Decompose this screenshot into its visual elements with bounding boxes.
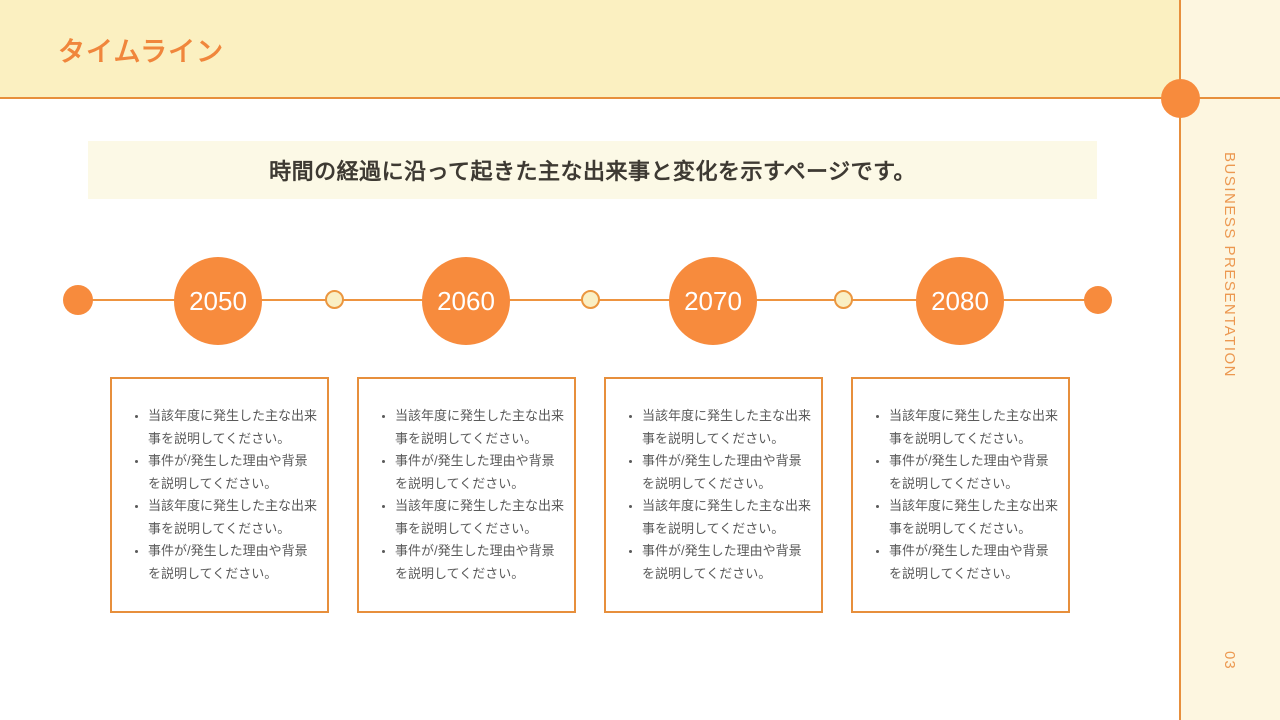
bullet-item: 事件が/発生した理由や背景を説明してください。: [395, 540, 564, 585]
detail-box-2060: 当該年度に発生した主な出来事を説明してください。 事件が/発生した理由や背景を説…: [357, 377, 576, 613]
header-band: [0, 0, 1179, 97]
milestone-circle-2070: 2070: [669, 257, 757, 345]
bullet-item: 事件が/発生した理由や背景を説明してください。: [642, 540, 811, 585]
sidebar-panel: [1181, 0, 1280, 720]
corner-accent-dot: [1161, 79, 1200, 118]
timeline-mid-dot: [325, 290, 344, 309]
bullet-item: 事件が/発生した理由や背景を説明してください。: [395, 450, 564, 495]
page-number: 03: [1221, 651, 1238, 670]
sidebar-brand-label: BUSINESS PRESENTATION: [1221, 152, 1238, 378]
milestone-year: 2060: [437, 285, 495, 316]
sidebar-divider-line: [1179, 0, 1181, 720]
detail-box-2070: 当該年度に発生した主な出来事を説明してください。 事件が/発生した理由や背景を説…: [604, 377, 823, 613]
bullet-item: 当該年度に発生した主な出来事を説明してください。: [642, 495, 811, 540]
timeline-mid-dot: [834, 290, 853, 309]
timeline-end-dot: [1084, 286, 1112, 314]
milestone-year: 2050: [189, 285, 247, 316]
page-title: タイムライン: [58, 37, 225, 67]
bullet-item: 事件が/発生した理由や背景を説明してください。: [148, 450, 317, 495]
bullet-item: 当該年度に発生した主な出来事を説明してください。: [148, 405, 317, 450]
header-divider-line: [0, 97, 1280, 99]
bullet-list: 当該年度に発生した主な出来事を説明してください。 事件が/発生した理由や背景を説…: [889, 405, 1058, 585]
timeline-start-dot: [63, 285, 93, 315]
milestone-circle-2050: 2050: [174, 257, 262, 345]
detail-box-2080: 当該年度に発生した主な出来事を説明してください。 事件が/発生した理由や背景を説…: [851, 377, 1070, 613]
bullet-item: 事件が/発生した理由や背景を説明してください。: [889, 540, 1058, 585]
bullet-list: 当該年度に発生した主な出来事を説明してください。 事件が/発生した理由や背景を説…: [395, 405, 564, 585]
bullet-item: 当該年度に発生した主な出来事を説明してください。: [395, 405, 564, 450]
bullet-item: 当該年度に発生した主な出来事を説明してください。: [889, 405, 1058, 450]
bullet-item: 当該年度に発生した主な出来事を説明してください。: [642, 405, 811, 450]
milestone-year: 2080: [931, 285, 989, 316]
bullet-item: 当該年度に発生した主な出来事を説明してください。: [889, 495, 1058, 540]
milestone-year: 2070: [684, 285, 742, 316]
subtitle-banner: 時間の経過に沿って起きた主な出来事と変化を示すページです。: [88, 141, 1097, 199]
bullet-item: 事件が/発生した理由や背景を説明してください。: [889, 450, 1058, 495]
milestone-circle-2060: 2060: [422, 257, 510, 345]
bullet-item: 事件が/発生した理由や背景を説明してください。: [642, 450, 811, 495]
bullet-item: 当該年度に発生した主な出来事を説明してください。: [148, 495, 317, 540]
bullet-list: 当該年度に発生した主な出来事を説明してください。 事件が/発生した理由や背景を説…: [148, 405, 317, 585]
timeline-mid-dot: [581, 290, 600, 309]
milestone-circle-2080: 2080: [916, 257, 1004, 345]
bullet-item: 当該年度に発生した主な出来事を説明してください。: [395, 495, 564, 540]
bullet-item: 事件が/発生した理由や背景を説明してください。: [148, 540, 317, 585]
bullet-list: 当該年度に発生した主な出来事を説明してください。 事件が/発生した理由や背景を説…: [642, 405, 811, 585]
detail-box-2050: 当該年度に発生した主な出来事を説明してください。 事件が/発生した理由や背景を説…: [110, 377, 329, 613]
subtitle-text: 時間の経過に沿って起きた主な出来事と変化を示すページです。: [269, 159, 916, 184]
